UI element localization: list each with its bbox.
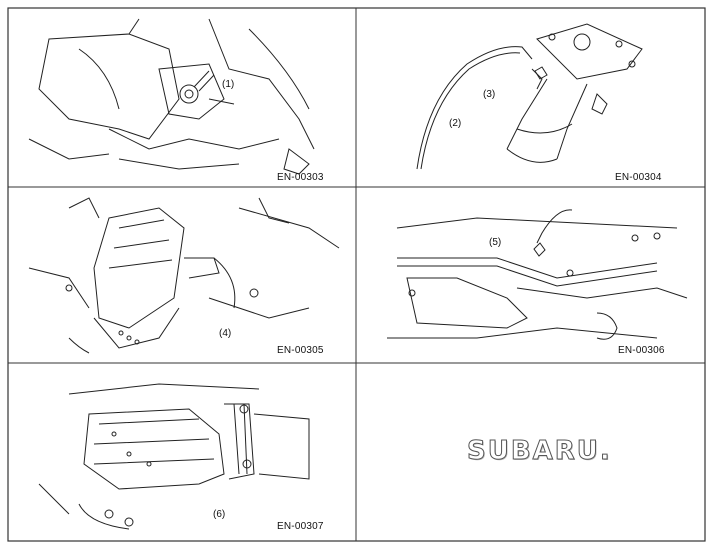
figure-panel-en-00306: (5) EN-00306 (357, 188, 704, 362)
figure-code-en-00307: EN-00307 (277, 521, 324, 532)
callout-1: (1) (222, 79, 235, 90)
logo-panel: SUBARU. (357, 364, 704, 540)
exhaust-pipe-oxygen-sensor-illustration (416, 23, 643, 170)
callout-5: (5) (489, 237, 502, 248)
figure-panel-en-00305: (4) EN-00305 (9, 188, 355, 362)
figure-panel-en-00303: (1) EN-00303 (9, 9, 355, 186)
subaru-logo: SUBARU. (467, 436, 612, 467)
callout-6: (6) (213, 509, 226, 520)
exhaust-flange-cover-illustration (38, 383, 310, 530)
catalytic-converter-cover-illustration (28, 197, 340, 354)
engine-oxygen-sensor-illustration (28, 18, 315, 175)
callout-3: (3) (483, 89, 496, 100)
figure-panel-en-00304: (3) (2) EN-00304 (357, 9, 704, 186)
figure-code-en-00303: EN-00303 (277, 172, 324, 183)
figure-code-en-00305: EN-00305 (277, 345, 324, 356)
callout-2: (2) (449, 118, 462, 129)
figure-panel-en-00307: (6) EN-00307 (9, 364, 355, 540)
rear-exhaust-oxygen-sensor-illustration (387, 209, 688, 340)
figure-code-en-00306: EN-00306 (618, 345, 665, 356)
callout-4: (4) (219, 328, 232, 339)
figure-code-en-00304: EN-00304 (615, 172, 662, 183)
